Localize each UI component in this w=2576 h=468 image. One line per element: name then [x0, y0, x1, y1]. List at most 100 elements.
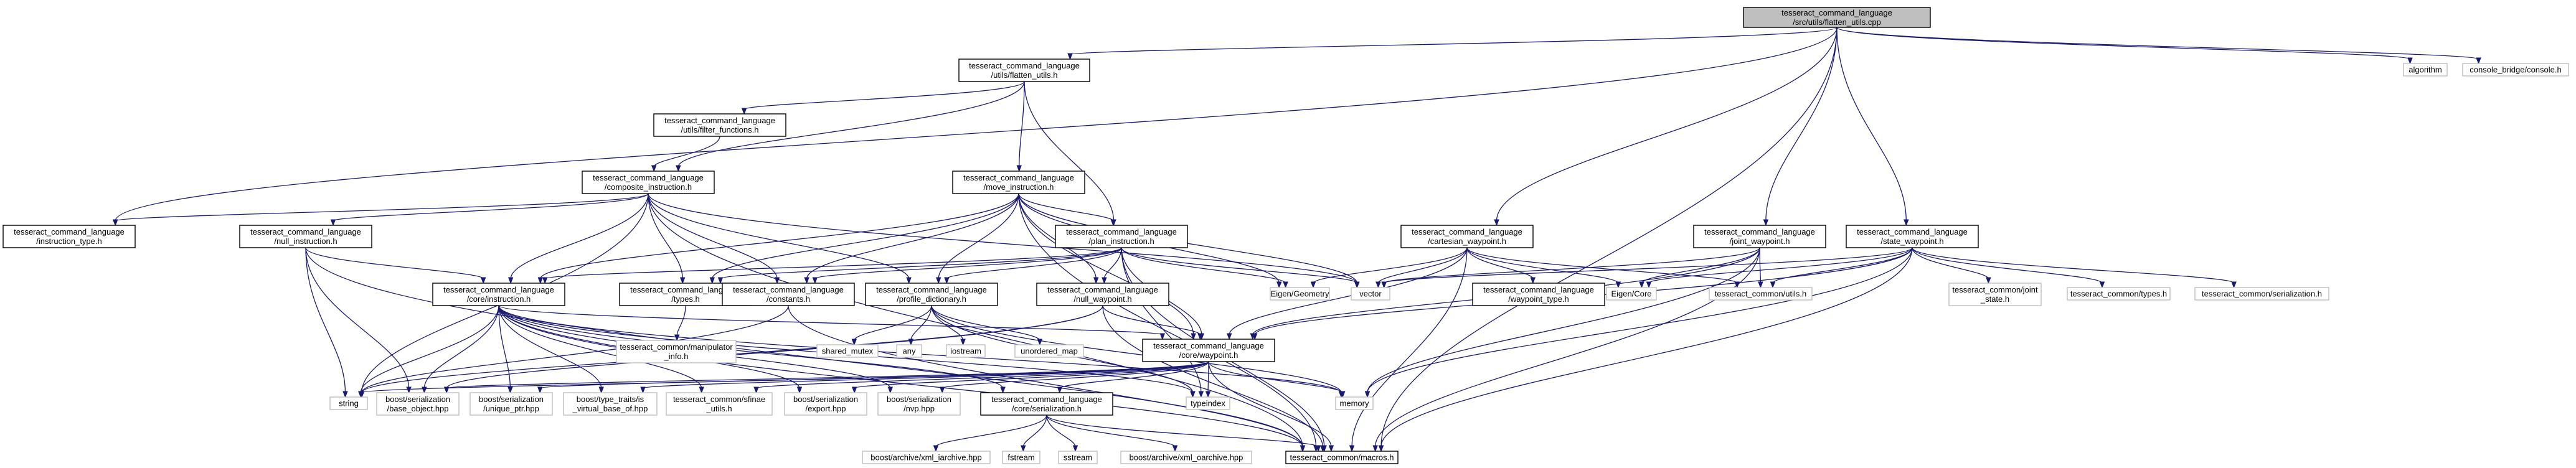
node-box — [653, 113, 786, 137]
node-box — [896, 344, 922, 358]
node-label-line: _state.h — [1980, 294, 2009, 304]
node-label-line: tesseract_command_language — [1412, 227, 1522, 236]
edge-composite_h-to-instruction_type_h — [112, 193, 649, 227]
edge-root-to-instruction_type_h — [112, 27, 1838, 227]
node-cartesian-h[interactable]: tesseract_command_language/cartesian_way… — [1400, 225, 1534, 248]
node-move-h[interactable]: tesseract_command_language/move_instruct… — [952, 171, 1085, 194]
node-label-line: tesseract_command_language — [1047, 285, 1158, 294]
node-label-line: /export.hpp — [805, 404, 846, 413]
node-label-line: fstream — [1007, 453, 1034, 462]
node-box — [432, 283, 565, 306]
edge-plan_h-to-core_instruction_h — [542, 247, 1122, 284]
node-export-hpp: boost/serialization/export.hpp — [784, 392, 867, 416]
edge-move_h-to-core_waypoint_h — [1018, 193, 1196, 340]
node-label-line: /profile_dictionary.h — [897, 294, 966, 304]
node-core-instruction-h[interactable]: tesseract_command_language/core/instruct… — [432, 283, 565, 306]
node-label-line: /waypoint_type.h — [1508, 294, 1569, 304]
node-label-line: /null_instruction.h — [274, 236, 337, 246]
node-box — [1186, 396, 1230, 410]
node-vector: vector — [1351, 287, 1390, 301]
node-profile-dict-h[interactable]: tesseract_command_language/profile_dicti… — [865, 283, 998, 306]
node-null-instruction-h[interactable]: tesseract_command_language/null_instruct… — [239, 225, 372, 248]
edge-state_h-to-vector — [1381, 247, 1913, 289]
edge-state_h-to-joint_state — [1912, 247, 1991, 284]
node-label-line: tesseract_command_language — [733, 285, 844, 294]
node-box — [784, 392, 867, 416]
edge-core_waypoint_h-to-memory — [1208, 361, 1346, 398]
edge-plan_h-to-null_waypoint_h — [1102, 247, 1122, 284]
edge-root-to-algorithm — [1836, 27, 2413, 65]
edge-null_waypoint_h-to-core_waypoint_h — [1102, 305, 1203, 340]
node-label-line: /core/serialization.h — [1012, 404, 1082, 413]
node-core-waypoint-h[interactable]: tesseract_command_language/core/waypoint… — [1142, 339, 1275, 362]
node-label-line: unordered_map — [1021, 347, 1078, 356]
node-box — [946, 344, 986, 358]
edge-filter_h-to-composite_h — [651, 136, 720, 172]
node-label-line: algorithm — [2409, 65, 2442, 75]
edge-composite_h-to-null_instruction_h — [330, 193, 649, 227]
node-joint-h[interactable]: tesseract_command_language/joint_waypoin… — [1693, 225, 1826, 248]
node-root[interactable]: tesseract_command_language/src/utils/fla… — [1743, 7, 1931, 28]
node-box — [1846, 225, 1979, 248]
node-macros[interactable]: tesseract_common/macros.h — [1285, 451, 1399, 464]
node-core-serialization-h[interactable]: tesseract_command_language/core/serializ… — [980, 392, 1113, 416]
node-label-line: /move_instruction.h — [984, 182, 1054, 192]
node-label-line: tesseract_command_language — [1781, 8, 1892, 17]
node-null-waypoint-h[interactable]: tesseract_command_language/null_waypoint… — [1036, 283, 1169, 306]
node-instruction-type-h[interactable]: tesseract_command_language/instruction_t… — [2, 225, 136, 248]
node-box — [722, 283, 855, 306]
node-filter-h[interactable]: tesseract_command_language/utils/filter_… — [653, 113, 786, 137]
node-common-utils: tesseract_common/utils.h — [1709, 287, 1813, 301]
node-iostream: iostream — [946, 344, 986, 358]
edge-root-to-console — [1836, 27, 2481, 65]
edge-joint_h-to-memory — [1364, 247, 1760, 398]
node-label-line: _virtual_base_of.hpp — [572, 404, 648, 413]
node-flatten-h[interactable]: tesseract_command_language/utils/flatten… — [958, 58, 1090, 82]
edge-core_instruction_h-to-sfinae_utils — [498, 305, 704, 394]
edge-cartesian_h-to-eigen_geometry — [1310, 247, 1468, 289]
node-box — [666, 392, 773, 416]
node-sstream: sstream — [1058, 451, 1098, 464]
edge-state_h-to-common_serialization — [1912, 247, 2237, 289]
node-label-line: tesseract_command_language — [1857, 227, 1968, 236]
node-box — [2, 225, 136, 248]
node-common-types: tesseract_common/types.h — [2067, 287, 2171, 301]
node-box — [1014, 344, 1084, 358]
edge-composite_h-to-vector — [648, 193, 1360, 289]
node-eigen-geometry: Eigen/Geometry — [1270, 287, 1330, 301]
node-constants-h[interactable]: tesseract_command_language/constants.h — [722, 283, 855, 306]
node-label-line: tesseract_common/joint — [1952, 285, 2038, 294]
node-label-line: /utils/filter_functions.h — [681, 125, 758, 134]
node-base-object: boost/serialization/base_object.hpp — [376, 392, 460, 416]
edge-core_instruction_h-to-base_object — [422, 305, 499, 394]
node-shared-mutex: shared_mutex — [816, 344, 879, 358]
node-xml-oarchive: boost/archive/xml_oarchive.hpp — [1120, 451, 1252, 464]
node-label-line: /core/instruction.h — [467, 294, 531, 304]
node-box — [877, 392, 961, 416]
node-composite-h[interactable]: tesseract_command_language/composite_ins… — [582, 171, 715, 194]
node-box — [239, 225, 372, 248]
node-box — [329, 396, 368, 410]
edge-null_instruction_h-to-string — [305, 247, 348, 398]
node-typeindex: typeindex — [1186, 396, 1230, 410]
node-box — [1142, 339, 1275, 362]
edge-move_h-to-types_h — [709, 193, 1019, 284]
node-label-line: Eigen/Geometry — [1271, 289, 1329, 299]
node-waypoint-type-h[interactable]: tesseract_command_language/waypoint_type… — [1472, 283, 1605, 306]
edge-plan_h-to-types_h — [717, 247, 1122, 284]
node-box — [563, 392, 658, 416]
node-label-line: /cartesian_waypoint.h — [1428, 236, 1506, 246]
node-label-line: /nvp.hpp — [903, 404, 935, 413]
node-plan-h[interactable]: tesseract_command_language/plan_instruct… — [1055, 225, 1188, 248]
node-label-line: boost/serialization — [793, 395, 858, 404]
node-box — [1335, 396, 1374, 410]
node-label-line: boost/archive/xml_iarchive.hpp — [870, 453, 981, 462]
edge-root-to-joint_h — [1763, 27, 1838, 227]
node-label-line: /constants.h — [767, 294, 810, 304]
node-box — [1743, 7, 1931, 28]
node-box — [616, 340, 737, 363]
node-label-line: tesseract_common/types.h — [2070, 289, 2167, 299]
node-state-h[interactable]: tesseract_command_language/state_waypoin… — [1846, 225, 1979, 248]
node-label-line: tesseract_command_language — [963, 173, 1074, 182]
edge-state_h-to-common_types — [1912, 247, 2105, 289]
